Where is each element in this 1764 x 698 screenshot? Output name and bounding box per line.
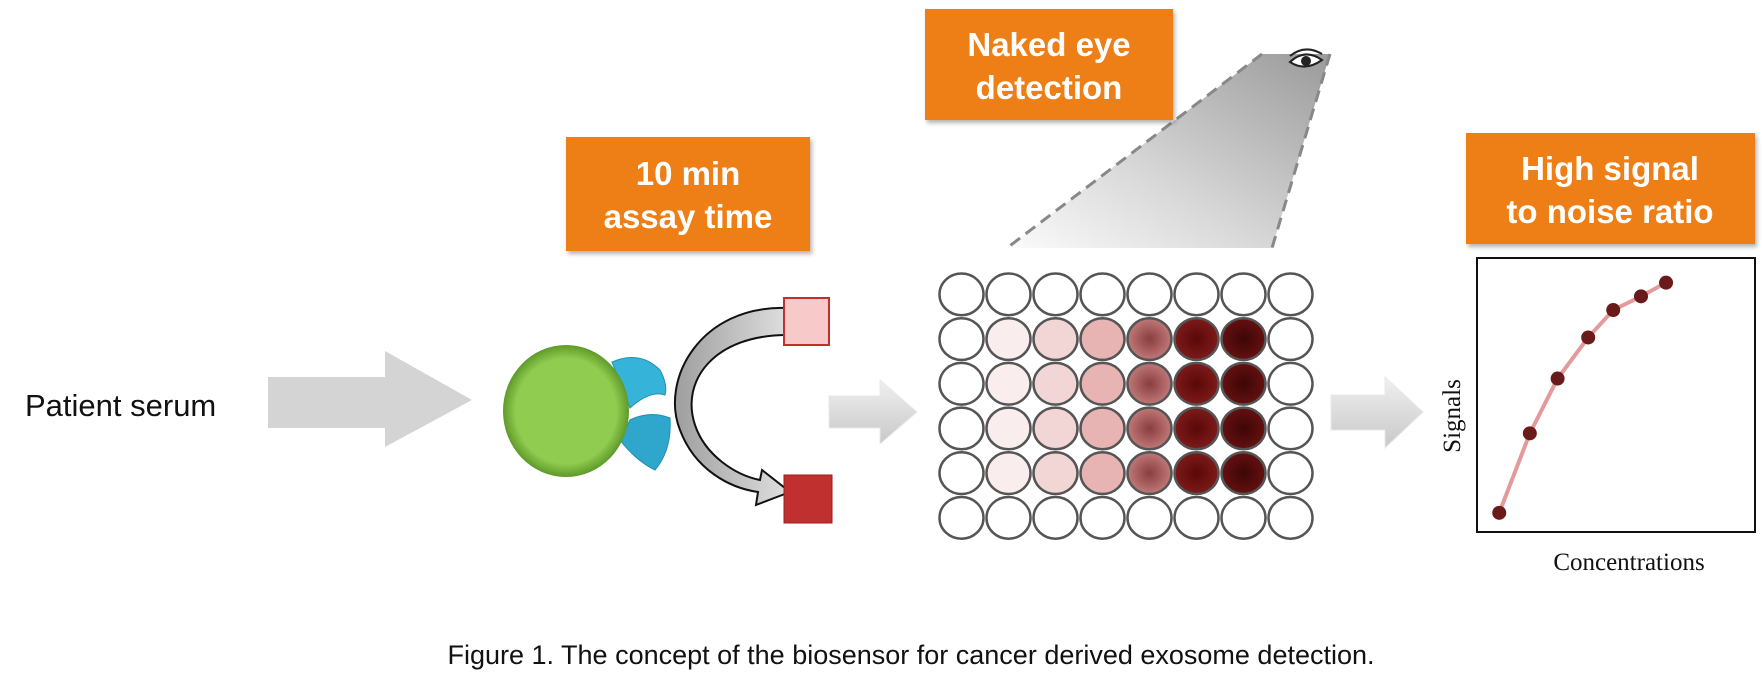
well (1079, 361, 1126, 406)
well (938, 361, 985, 406)
well (938, 495, 985, 540)
well (1267, 451, 1314, 496)
well (1079, 316, 1126, 362)
antibody-bottom (619, 414, 671, 471)
well (1079, 451, 1126, 496)
well (1220, 361, 1267, 406)
well (1173, 406, 1220, 451)
well (1220, 406, 1267, 451)
exosome-cell (503, 345, 629, 477)
well (1126, 272, 1173, 317)
well (938, 406, 985, 451)
arrow-right-icon (268, 351, 472, 447)
well (1173, 451, 1220, 496)
callout-assay-line2: assay time (604, 198, 773, 235)
data-point (1606, 303, 1621, 318)
well (985, 495, 1032, 540)
well (1032, 316, 1079, 362)
data-point (1522, 426, 1537, 441)
data-point (1550, 371, 1565, 386)
well (1126, 361, 1173, 406)
well (1267, 272, 1314, 317)
well (1267, 406, 1314, 451)
well (1032, 361, 1079, 406)
eye-icon (1288, 48, 1324, 68)
view-cone-edge (1006, 52, 1263, 250)
well (1220, 272, 1267, 317)
well-plate (938, 272, 1314, 540)
callout-signal-noise (1466, 133, 1755, 244)
callout-detection-line1: Naked eye (967, 26, 1130, 63)
substrate-square (783, 297, 830, 346)
well (1079, 495, 1126, 540)
well (1220, 451, 1267, 496)
well (985, 406, 1032, 451)
well (1173, 316, 1220, 362)
well (985, 361, 1032, 406)
callout-naked-eye (925, 9, 1173, 120)
arrow-right-icon (1330, 375, 1424, 450)
well (1173, 495, 1220, 540)
well (1126, 451, 1173, 496)
curved-arrow-icon (673, 306, 793, 507)
well (1032, 272, 1079, 317)
well (1173, 272, 1220, 317)
well (938, 316, 985, 362)
callout-signal-line1: High signal (1521, 150, 1699, 187)
data-point (1492, 505, 1507, 520)
view-cone (1007, 54, 1330, 248)
y-axis-label: Signals (1439, 379, 1466, 453)
well (1126, 495, 1173, 540)
x-axis-label: Concentrations (1553, 549, 1704, 576)
view-cone-edge (1270, 53, 1332, 249)
well (985, 272, 1032, 317)
arrow-right-icon (828, 378, 918, 446)
data-point (1581, 330, 1596, 345)
well (985, 316, 1032, 362)
well (1032, 406, 1079, 451)
callout-assay-time (566, 137, 810, 251)
well (1267, 495, 1314, 540)
figure-caption: Figure 1. The concept of the biosensor f… (447, 640, 1374, 670)
data-point (1634, 289, 1649, 304)
well (1079, 406, 1126, 451)
well (1267, 316, 1314, 362)
signal-chart (1492, 275, 1674, 520)
well (938, 451, 985, 496)
well (985, 451, 1032, 496)
chart-frame (1476, 257, 1756, 533)
well (1220, 316, 1267, 362)
callout-signal-line2: to noise ratio (1506, 193, 1713, 230)
well (1126, 406, 1173, 451)
patient-serum-label: Patient serum (25, 388, 216, 423)
well (1126, 316, 1173, 362)
well (1173, 361, 1220, 406)
callout-assay-line1: 10 min (636, 155, 741, 192)
well (1267, 361, 1314, 406)
data-point (1659, 275, 1674, 290)
callout-detection-line2: detection (976, 69, 1123, 106)
well (1079, 272, 1126, 317)
product-square (783, 474, 833, 524)
well (1220, 495, 1267, 540)
well (938, 272, 985, 317)
well (1032, 495, 1079, 540)
well (1032, 451, 1079, 496)
